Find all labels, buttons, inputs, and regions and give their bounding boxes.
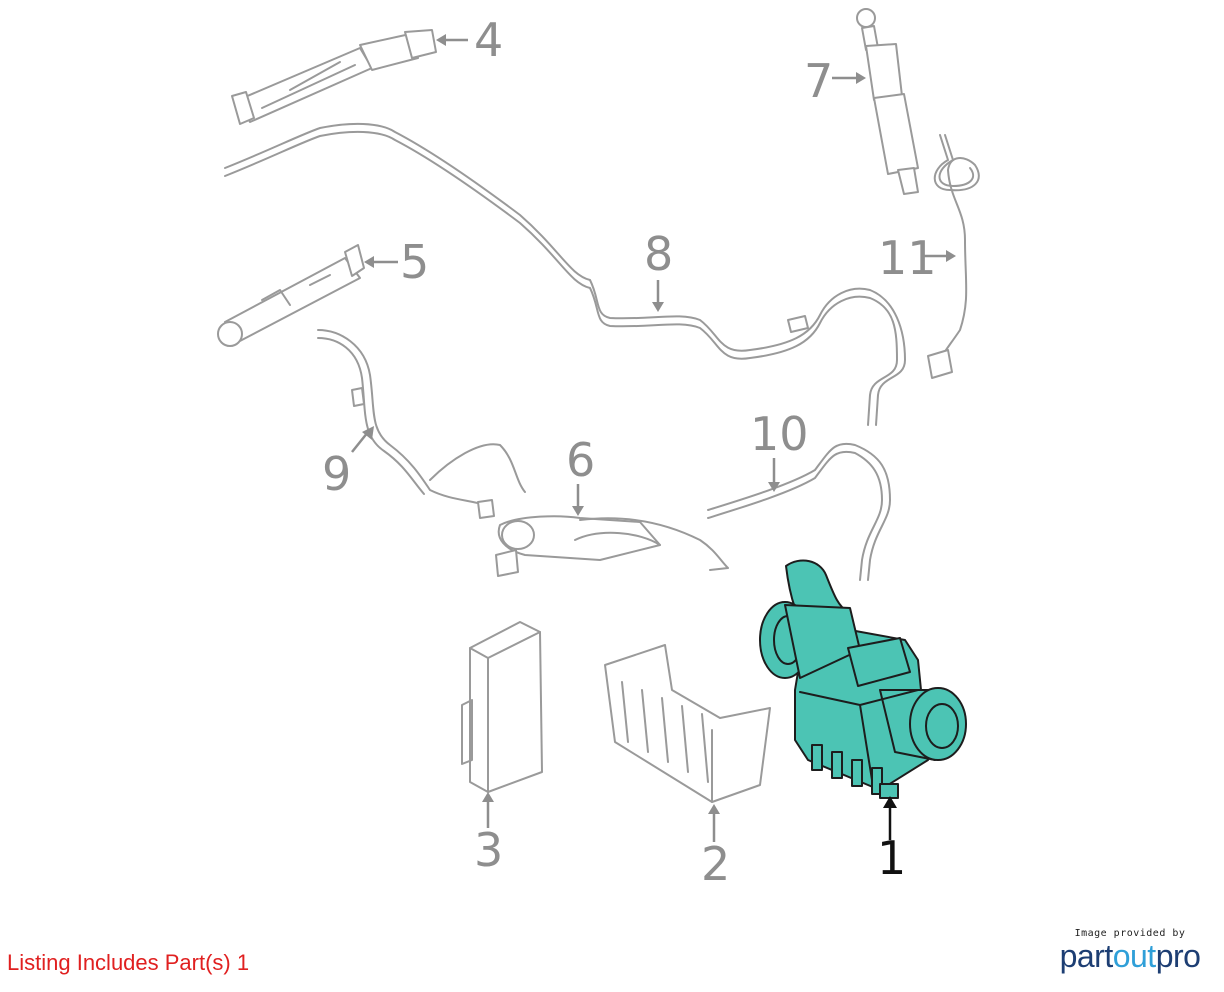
callout-9: 9 (322, 447, 351, 501)
part-2-bracket (604, 644, 771, 803)
callout-4: 4 (474, 13, 503, 67)
part-5-cylinder (217, 244, 365, 347)
callout-arrows (351, 34, 956, 842)
brand-name-out: out (1112, 938, 1156, 974)
callout-6: 6 (566, 433, 595, 487)
part-10-line (707, 442, 891, 581)
brand-name: partoutpro (1040, 939, 1220, 973)
part-11-harness (927, 134, 980, 379)
callout-8: 8 (644, 227, 673, 281)
part-1-pump-assembly (759, 559, 967, 799)
part-4-cylinder (231, 29, 437, 125)
part-7-strut (856, 8, 919, 195)
callout-11: 11 (878, 231, 937, 285)
part-6-accumulator (495, 515, 729, 577)
part-8-hydraulic-lines (224, 122, 906, 426)
brand-name-part: part (1059, 938, 1114, 974)
callout-3: 3 (474, 823, 503, 877)
callout-10: 10 (750, 407, 809, 461)
callout-5: 5 (400, 235, 429, 289)
part-9-harness (317, 329, 526, 519)
brand-name-pro: pro (1155, 938, 1201, 974)
callout-7: 7 (804, 54, 833, 108)
callout-2: 2 (701, 837, 730, 891)
brand-tagline: Image provided by (1074, 928, 1186, 939)
listing-note: Listing Includes Part(s) 1 (7, 950, 250, 975)
brand-logo: Image provided by partoutpro (1040, 928, 1220, 973)
part-3-control-module (461, 621, 543, 793)
callout-1: 1 (877, 831, 906, 885)
